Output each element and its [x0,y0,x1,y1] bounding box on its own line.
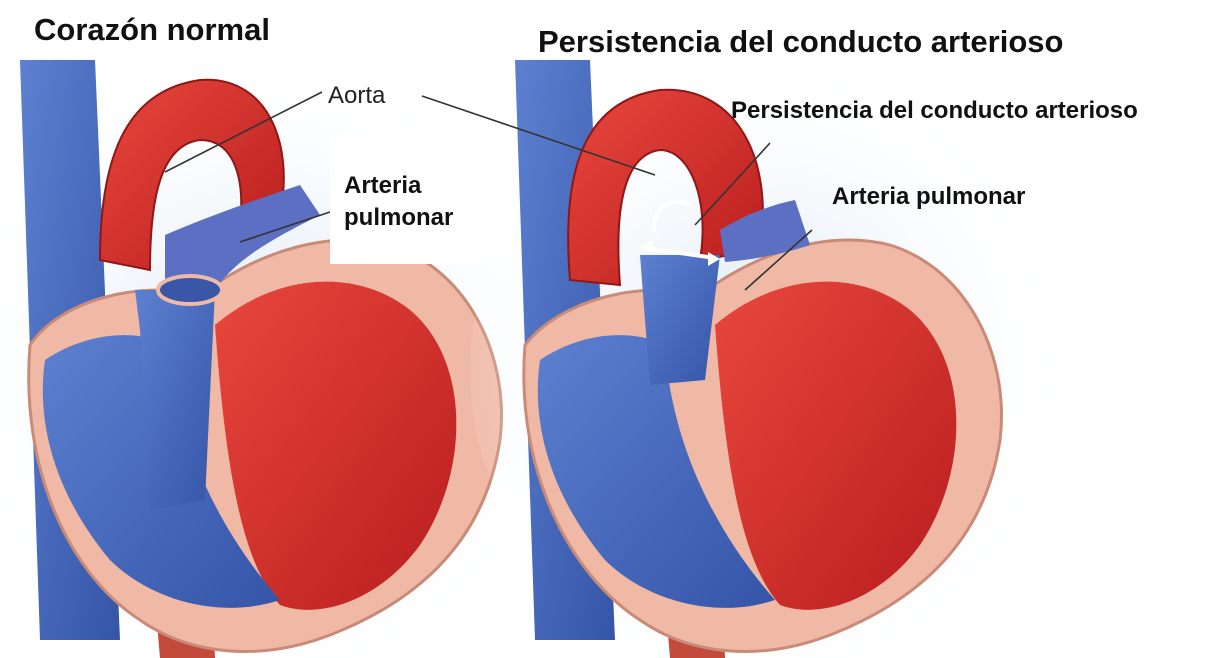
pda-heart [422,60,1050,658]
pulmonary-valve [158,276,222,304]
aorta-label: Aorta [328,84,385,108]
right-pulmonary-artery-label: Arteria pulmonar [832,181,1025,213]
pda-heart-title: Persistencia del conducto arterioso [538,26,1063,57]
normal-heart-title: Corazón normal [34,14,270,45]
ductus-arteriosus-label: Persistencia del conducto arterioso [731,95,1138,127]
left-pulmonary-artery-label: Arteria pulmonar [344,170,453,235]
